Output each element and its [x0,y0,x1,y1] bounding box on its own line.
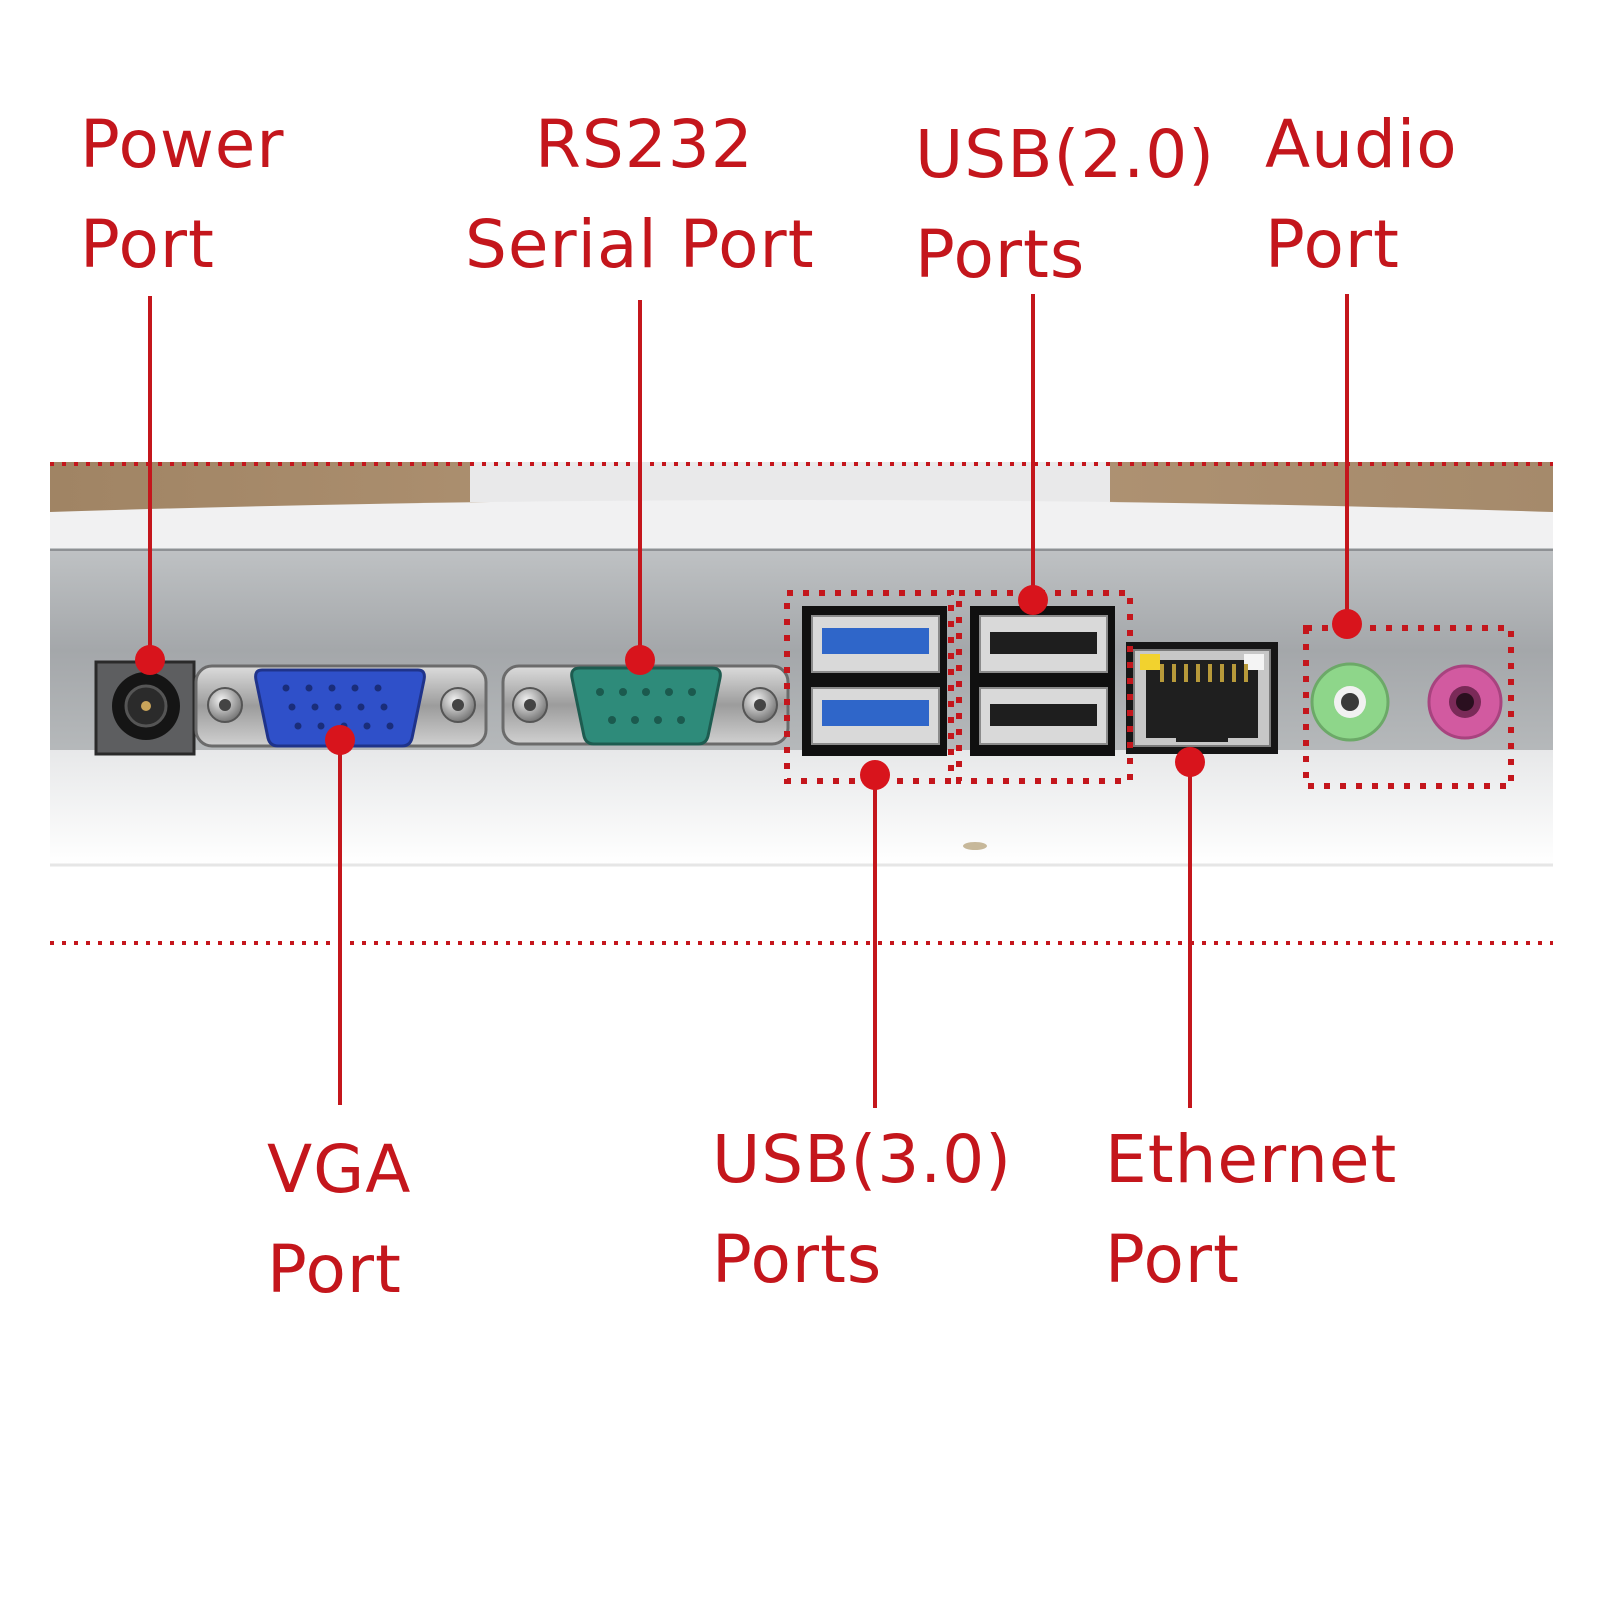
label-line: VGA [267,1131,412,1208]
label-line: Port [1105,1221,1240,1298]
usb-port-icon [802,606,947,756]
label-line: Ethernet [1105,1121,1398,1198]
anchor-dot-power [135,645,165,675]
usb-port-icon [970,606,1115,756]
label-line: Audio [1265,106,1458,183]
anchor-dot-serial [625,645,655,675]
label-line: Port [80,206,215,283]
anchor-dot-ethernet [1175,747,1205,777]
audio-jack-icon [1427,664,1503,740]
label-vga-port: VGA Port [267,1120,411,1320]
label-ethernet-port: Ethernet Port [1105,1110,1397,1310]
audio-jack-icon [1310,662,1390,742]
label-usb3-ports: USB(3.0) Ports [712,1110,1012,1310]
label-usb2-ports: USB(2.0) Ports [915,105,1215,305]
label-line: Port [267,1231,402,1308]
label-line: Port [1265,206,1400,283]
dc-jack-icon [94,660,196,756]
label-serial-port: RS232 Serial Port [465,95,815,295]
label-audio-port: Audio Port [1265,95,1458,295]
vga-connector-icon [194,664,488,748]
label-line: Power [80,106,285,183]
rj45-port-icon [1126,642,1278,754]
leader-lines [148,294,1349,1108]
label-line: USB(2.0) [915,116,1215,193]
anchor-dot-usb3 [860,760,890,790]
db9-connector-icon [501,664,790,746]
device-bottom-bezel [50,750,1553,865]
background-screen-edge [470,462,1110,502]
anchor-dot-audio [1332,609,1362,639]
label-line: RS232 [535,106,754,183]
label-line: Ports [915,216,1086,293]
anchor-dot-usb2 [1018,585,1048,615]
label-line: USB(3.0) [712,1121,1012,1198]
anchor-dots [135,585,1362,790]
anchor-dot-vga [325,725,355,755]
device-top-rim [50,500,1553,560]
label-line: Serial Port [465,206,815,283]
label-line: Ports [712,1221,883,1298]
label-power-port: Power Port [80,95,285,295]
